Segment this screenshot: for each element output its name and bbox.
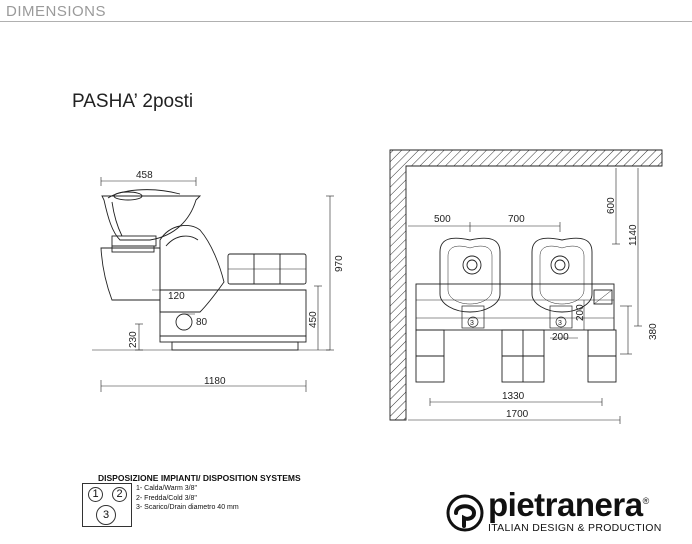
drain-marker-1-label: 3 (470, 320, 474, 327)
drain-marker-2 (555, 316, 567, 328)
drain-marker-1 (467, 316, 479, 328)
plan-view (389, 149, 663, 424)
dim-plan-380: 380 (648, 323, 659, 340)
dim-plan-600: 600 (606, 197, 617, 214)
dim-plan-200-horizontal: 200 (552, 332, 569, 343)
brand-logo: pietranera® ITALIAN DESIGN & PRODUCTION (446, 486, 686, 536)
dim-plan-200-vertical: 200 (575, 304, 586, 321)
dim-side-80: 80 (196, 317, 208, 328)
drain-marker-2-label: 3 (558, 320, 562, 327)
header-divider (0, 21, 692, 22)
dim-plan-1140: 1140 (628, 224, 639, 246)
legend-number-1: 1 (88, 487, 103, 502)
brand-tagline: ITALIAN DESIGN & PRODUCTION (488, 522, 662, 534)
page-header: DIMENSIONS (0, 0, 692, 24)
legend-number-3: 3 (96, 505, 116, 525)
legend-item-drain: 3- Scarico/Drain diametro 40 mm (136, 504, 239, 511)
legend-symbol-box: 1 2 3 (82, 483, 132, 527)
dim-side-230: 230 (128, 331, 139, 348)
brand-mark-icon (446, 494, 484, 532)
legend-item-cold: 2- Fredda/Cold 3/8" (136, 494, 197, 502)
dim-plan-500: 500 (434, 214, 451, 225)
legend-list: 1- Calda/Warm 3/8" 2- Fredda/Cold 3/8" 3… (136, 484, 239, 513)
dim-side-1180: 1180 (204, 376, 226, 387)
side-view (92, 177, 334, 392)
dim-side-970: 970 (334, 255, 345, 272)
dim-side-120: 120 (168, 291, 185, 302)
legend-item-warm: 1- Calda/Warm 3/8" (136, 485, 197, 492)
legend-number-2: 2 (112, 487, 127, 502)
dim-side-458: 458 (136, 170, 153, 181)
brand-name: pietranera® (488, 486, 649, 523)
dim-plan-700: 700 (508, 214, 525, 225)
section-title: DIMENSIONS (6, 3, 107, 20)
model-title: PASHA’ 2posti (72, 91, 194, 112)
dim-side-450: 450 (308, 311, 319, 328)
legend-title: DISPOSIZIONE IMPIANTI/ DISPOSITION SYSTE… (98, 473, 301, 483)
dim-plan-1330: 1330 (502, 391, 525, 402)
dim-plan-1700: 1700 (506, 409, 529, 420)
